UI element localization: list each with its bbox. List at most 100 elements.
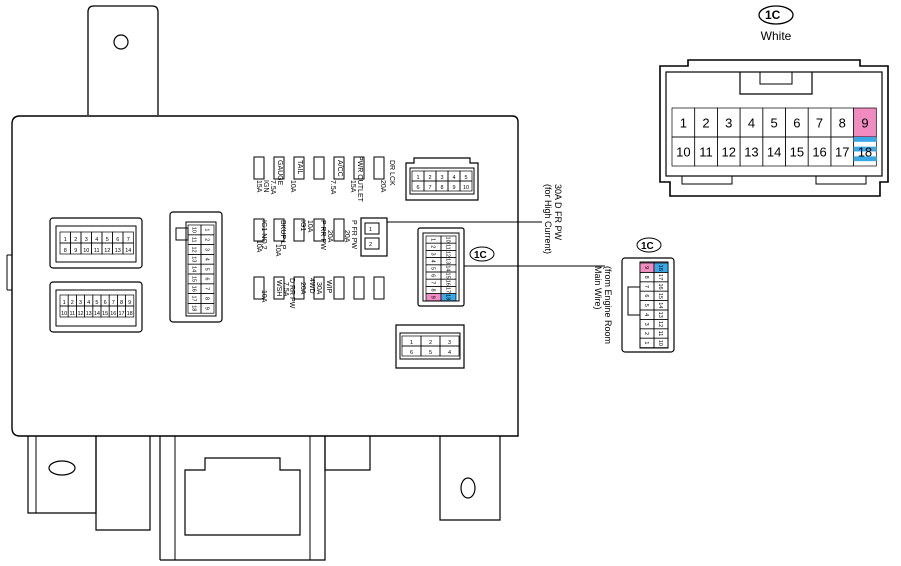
mount-hole-bottom-left (48, 460, 76, 476)
pin-label: 6 (410, 350, 413, 356)
fuse-label: 4WD (308, 278, 315, 294)
fuse-label: IGN (262, 180, 269, 192)
pin-label: 14 (445, 265, 451, 271)
pin-label: 7 (430, 281, 436, 284)
pin-label: 7 (127, 237, 130, 243)
pin-label: 5 (643, 304, 649, 307)
pin-label: 3 (79, 300, 82, 306)
pin-label: 12 (657, 321, 663, 327)
pin-label: 2 (643, 332, 649, 335)
pin-label: 3 (643, 323, 649, 326)
pin-label: 17 (657, 274, 663, 280)
pin-label: 7 (204, 287, 210, 290)
pin-label: 8 (643, 276, 649, 279)
pin-cell (653, 337, 669, 348)
pin-label: 6 (430, 274, 436, 277)
pin-stripe (853, 156, 877, 162)
pin-label: 8 (120, 300, 123, 306)
pin-label: 2 (74, 237, 77, 243)
pin-label: 4 (643, 313, 649, 316)
pin-label: 1 (64, 237, 67, 243)
pin-label: 3 (725, 116, 732, 131)
mount-hole-bottom-right (460, 477, 476, 499)
pin-label: 14 (191, 266, 197, 272)
pin-label: 14 (657, 302, 663, 308)
pin-label: 3 (448, 340, 451, 346)
pin-label: 10 (676, 145, 690, 160)
pin-stripe (853, 146, 877, 152)
pin-label: 16 (110, 311, 116, 317)
pin-label: 7 (816, 116, 823, 131)
pin-label: 4 (448, 350, 451, 356)
fuse-slot: TAIL 10A (289, 156, 305, 193)
pin-label: 17 (191, 295, 197, 301)
pin-label: 1 (63, 300, 66, 306)
fuse-label: DR LCK (388, 160, 395, 186)
fuse-label: WSH (275, 280, 282, 296)
pin-label: 4 (748, 116, 755, 131)
fuse-label: 20A (326, 230, 333, 243)
pin-label: 10 (657, 340, 663, 346)
pin-label: 3 (204, 248, 210, 251)
pin-label: 7 (643, 285, 649, 288)
bottom-socket (184, 457, 301, 536)
pin-label: 1 (430, 238, 436, 241)
fuse-label: IG1 NO.2 (260, 220, 267, 250)
pin-label: 6 (793, 116, 800, 131)
pin-label: 6 (416, 185, 419, 191)
pin-label: 4 (95, 237, 98, 243)
svg-text:1C: 1C (474, 250, 487, 261)
pin-label: 11 (699, 145, 713, 160)
pin-label: 13 (191, 256, 197, 262)
fuse-slot: A/CC 7.5A (329, 156, 345, 195)
pin-label: 16 (657, 283, 663, 289)
pin-cell (440, 293, 457, 302)
pin-label: 3 (430, 252, 436, 255)
fuse-row-2: IG1 NO.2 10A BKUP LP 10A IG1 10A P RR PW… (253, 218, 357, 257)
fuse-label: A/CC (336, 160, 343, 177)
fuse-label: 10A (274, 244, 281, 257)
bottom-housing (27, 436, 501, 561)
fuse-slot: GAUGE 7.5A (269, 156, 285, 195)
fuse-label: GAUGE (276, 160, 283, 186)
pin-label: 18 (191, 305, 197, 311)
fuse-label: 15A (349, 180, 356, 193)
pin-cell (122, 242, 134, 255)
top-mounting-bracket (87, 5, 159, 115)
pin-label: 14 (125, 248, 131, 254)
pin-label: 8 (839, 116, 846, 131)
pin-label: 12 (191, 246, 197, 252)
fuse-label: P FR PW (350, 220, 357, 249)
fuse-label: TAIL (296, 160, 303, 174)
pin-label: 13 (744, 145, 758, 160)
pin-label: 13 (86, 311, 92, 317)
fuse-label: 7.5A (269, 180, 276, 195)
svg-text:1C: 1C (641, 241, 654, 252)
pin-cell (200, 303, 215, 314)
pin-label: 9 (204, 307, 210, 310)
pin-label: 4 (204, 258, 210, 261)
pin-label: 5 (95, 300, 98, 306)
fuse-label: 20A (299, 282, 306, 295)
relay: 1 2 (360, 217, 388, 257)
pin-label: 9 (128, 300, 131, 306)
fuse-slot: PWR OUTLET 15A (349, 156, 365, 203)
fuse-note-line1: 30A D FR PW (553, 184, 563, 241)
pin-label: 15 (657, 293, 663, 299)
pin-label: 10 (61, 311, 67, 317)
fuse-label: 10A (255, 240, 262, 253)
fuse-label: 30A (315, 282, 322, 295)
fuse-note-line2: (for High Current) (543, 184, 553, 254)
fuse-label: BKUP LP (279, 220, 286, 250)
source-line1: (from Engine Room (603, 266, 613, 344)
pin-label: 5 (771, 116, 778, 131)
pin-label: 9 (452, 185, 455, 191)
pin-label: 11 (657, 331, 663, 337)
